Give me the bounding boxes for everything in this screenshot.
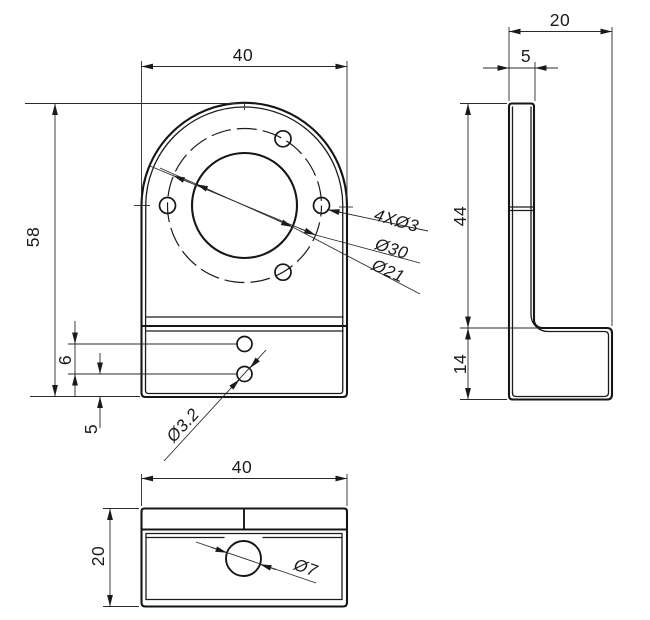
side-inner-base	[511, 313, 610, 398]
bolt-circle-dashed	[166, 127, 323, 284]
mount-hole-top	[274, 129, 292, 148]
dim-hole-pitch: 6	[55, 355, 75, 365]
dim-bottom-depth: 20	[88, 546, 108, 566]
mount-hole-bottom	[274, 263, 292, 282]
front-view: 40 58 6 5 4XØ3 Ø30 Ø21 Ø3	[23, 45, 429, 462]
base-hole-upper	[236, 335, 253, 353]
leader-arrow	[196, 183, 214, 192]
dim-front-width: 40	[233, 45, 253, 65]
dim-hole-edge: 5	[81, 424, 101, 434]
bottom-outline	[140, 507, 349, 608]
dim-bottom-width: 40	[232, 457, 252, 477]
leader-arrow	[229, 379, 240, 390]
bottom-view: Ø7 40 20	[88, 457, 349, 608]
dim-front-height: 58	[23, 227, 43, 247]
side-view: 20 5 44 14	[450, 10, 614, 401]
leader-arrow	[173, 175, 191, 184]
mount-hole-left	[158, 196, 177, 215]
front-inner-edge	[144, 106, 344, 395]
leader-arrow	[259, 563, 277, 571]
bore-circle	[190, 151, 299, 260]
dim-side-upper-height: 44	[450, 206, 470, 226]
dim-side-base-height: 14	[450, 354, 470, 374]
label-mount-holes: 4XØ3	[372, 205, 421, 236]
bottom-hole	[225, 540, 262, 577]
leader-arrow	[327, 209, 342, 215]
dim-side-depth: 20	[550, 10, 570, 30]
leader-arrow	[275, 219, 293, 228]
leader-holes	[326, 209, 429, 232]
leader-small-hole	[163, 349, 267, 462]
front-outline	[140, 101, 349, 399]
leader-arrow	[249, 357, 260, 369]
base-hole-lower	[236, 365, 253, 383]
leader-arrow	[298, 227, 316, 236]
side-outline	[507, 102, 614, 401]
leader-arrow	[210, 546, 228, 554]
mount-hole-right	[312, 196, 331, 215]
label-bottom-hole: Ø7	[291, 555, 321, 581]
dim-side-thickness: 5	[521, 46, 531, 66]
